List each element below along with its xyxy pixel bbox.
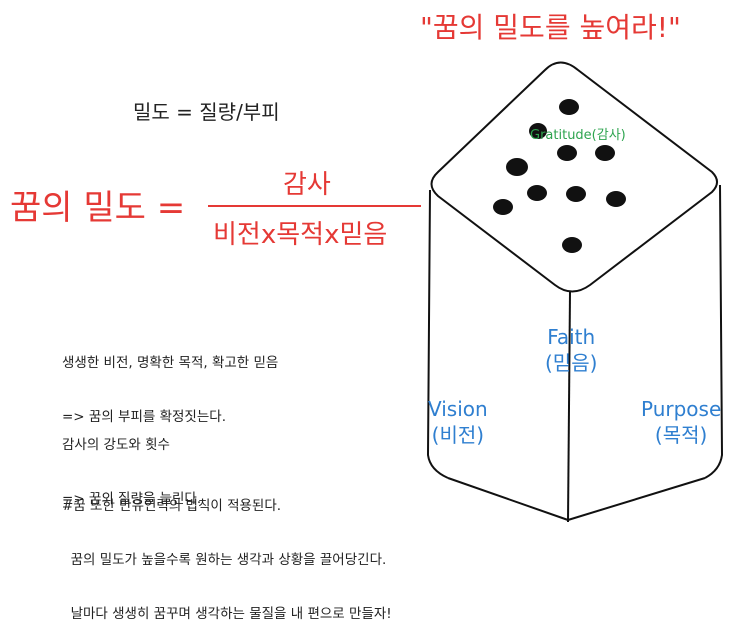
headline-title: "꿈의 밀도를 높여라!" — [420, 11, 681, 44]
vision-label: Vision (비전) — [428, 396, 488, 448]
note-volume: 생생한 비전, 명확한 목적, 확고한 믿음 => 꿈의 부피를 확정짓는다. — [62, 318, 278, 444]
note-gravity: #꿈 또한 만유인력의 법칙이 적용된다. 꿈의 밀도가 높을수록 원하는 생각… — [62, 461, 392, 641]
fraction-bar — [208, 205, 421, 207]
cube-bottom-right — [567, 477, 706, 521]
die-pip — [606, 191, 626, 207]
vision-label-ko: (비전) — [431, 423, 485, 447]
purpose-label-en: Purpose — [641, 397, 722, 421]
note-volume-line2: => 꿈의 부피를 확정짓는다. — [62, 409, 226, 425]
die-pip — [493, 199, 513, 215]
die-pip — [562, 237, 582, 253]
die-pip — [559, 99, 579, 115]
note-mass: 감사의 강도와 횟수 => 꿈의 질량을 늘린다. — [62, 400, 201, 526]
cube-top-face — [430, 61, 718, 293]
dice-cube-diagram — [426, 61, 724, 523]
die-pip — [566, 186, 586, 202]
note-mass-line2: => 꿈의 질량을 늘린다. — [62, 491, 202, 507]
cube-right-edge — [704, 184, 724, 479]
faith-label-ko: (믿음) — [545, 351, 598, 375]
cube-bottom-left — [447, 477, 569, 521]
cube-left-edge — [426, 189, 449, 479]
cube-front-edge — [567, 291, 571, 523]
die-pip — [557, 145, 577, 161]
note-gravity-line1: #꿈 또한 만유인력의 법칙이 적용된다. — [62, 498, 282, 514]
note-volume-line1: 생생한 비전, 명확한 목적, 확고한 믿음 — [62, 355, 279, 371]
die-pip — [506, 158, 528, 176]
density-formula: 밀도 = 질량/부피 — [133, 100, 280, 124]
note-gravity-line3: 날마다 생생히 꿈꾸며 생각하는 물질을 내 편으로 만들자! — [62, 606, 392, 622]
formula-denominator: 비전x목적x믿음 — [213, 220, 388, 250]
vision-label-en: Vision — [428, 397, 488, 421]
note-gravity-line2: 꿈의 밀도가 높을수록 원하는 생각과 상황을 끌어당긴다. — [62, 552, 387, 568]
dream-density-lhs: 꿈의 밀도 = — [10, 188, 186, 228]
purpose-label: Purpose (목적) — [641, 396, 721, 448]
die-pip — [529, 123, 547, 139]
purpose-label-ko: (목적) — [654, 423, 708, 447]
die-pip — [527, 185, 547, 201]
faith-label: Faith (믿음) — [545, 324, 597, 376]
gratitude-label: Gratitude(감사) — [530, 128, 626, 143]
die-pip — [595, 145, 615, 161]
note-mass-line1: 감사의 강도와 횟수 — [62, 437, 170, 453]
faith-label-en: Faith — [547, 325, 596, 349]
formula-numerator: 감사 — [283, 170, 331, 200]
